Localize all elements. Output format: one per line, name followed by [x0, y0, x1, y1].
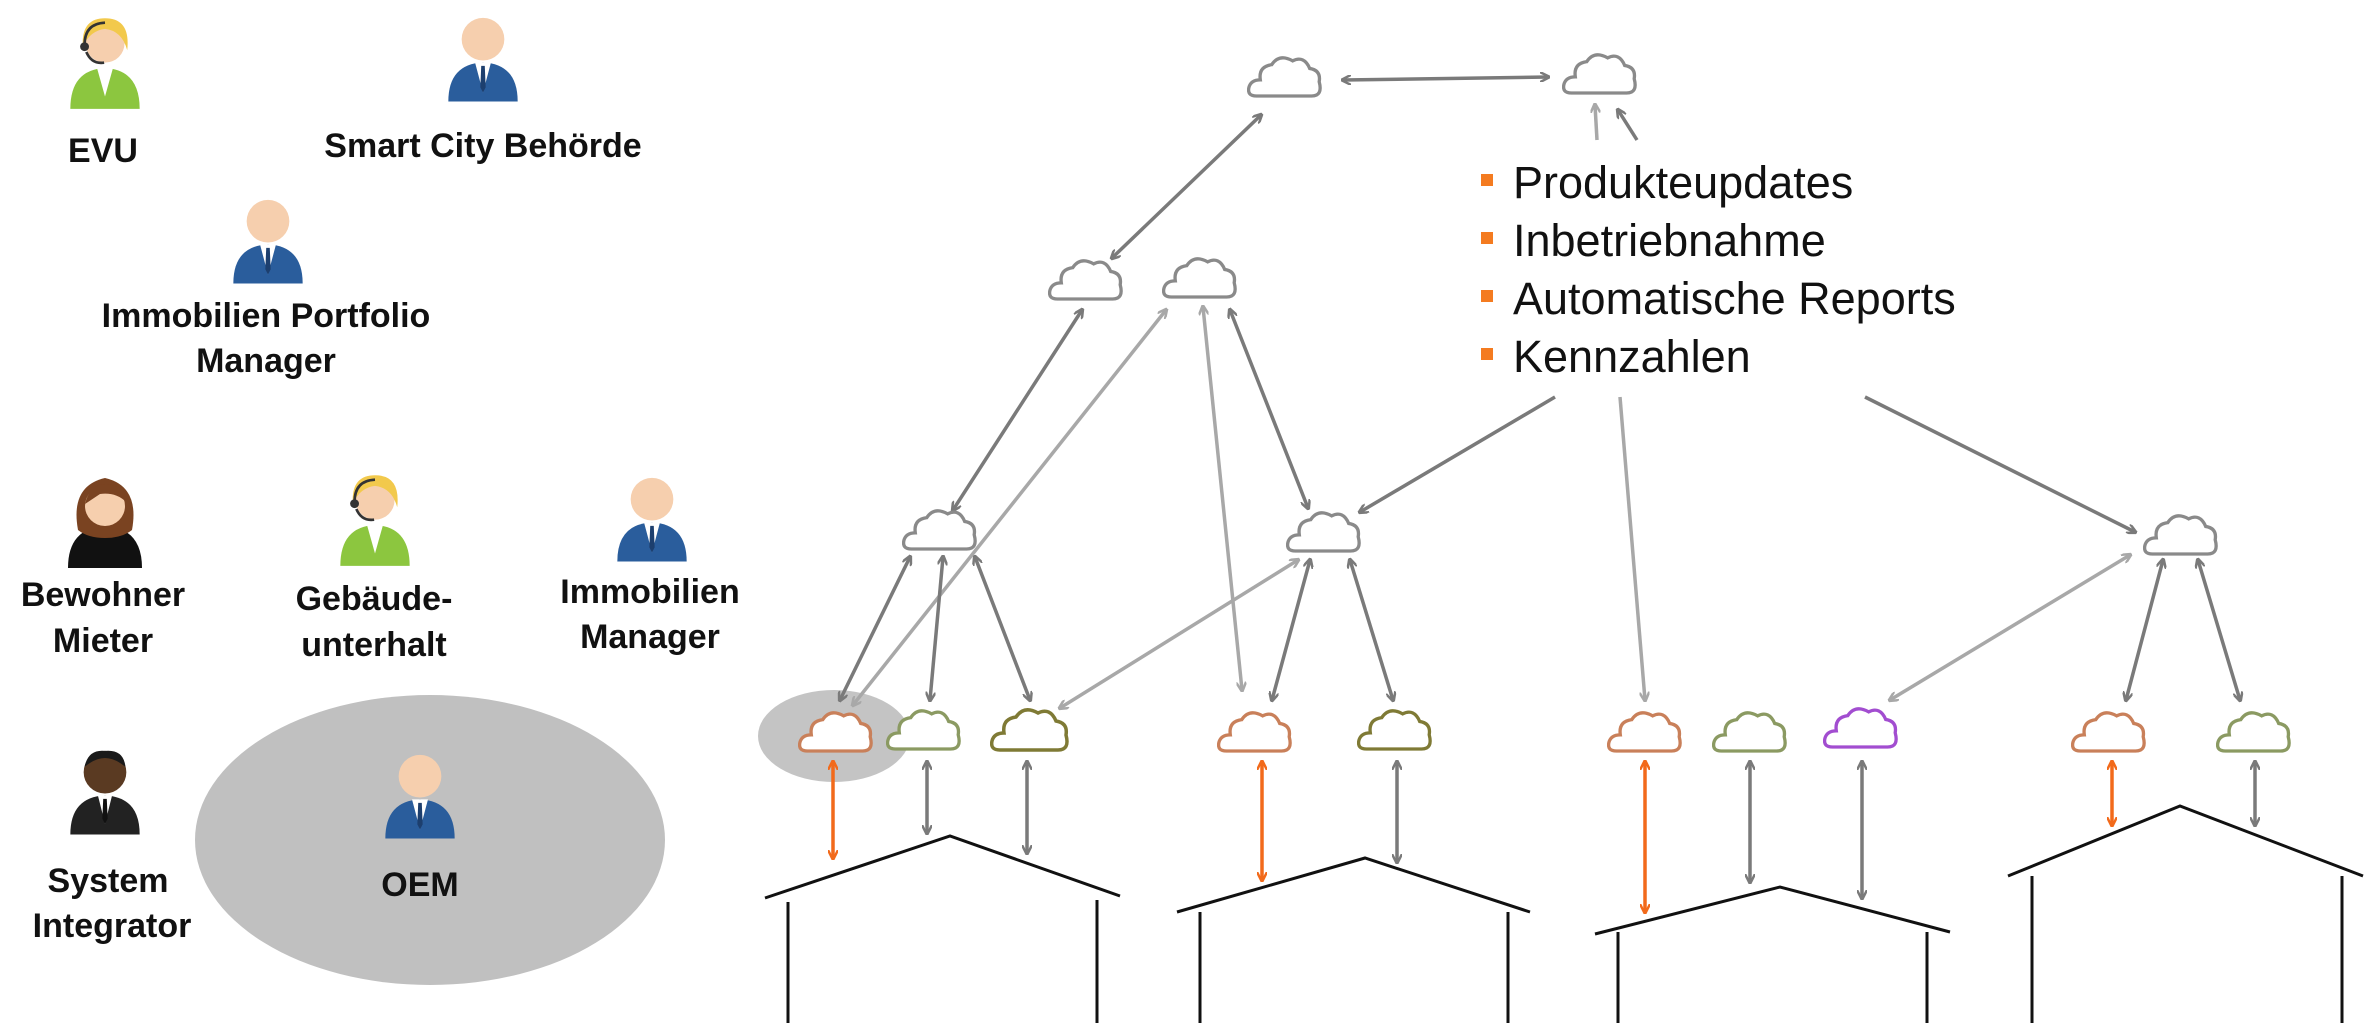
arrow-connector: [1112, 115, 1261, 258]
buildings: [764, 804, 2364, 1023]
agent-person-icon: [68, 16, 142, 111]
bullet-item: Produkteupdates: [1513, 157, 1853, 208]
cloud-icon: [1607, 711, 1682, 753]
arrow-connector: [1230, 310, 1308, 508]
cloud-icon: [2143, 514, 2218, 556]
role-label-line2: Mieter: [53, 622, 153, 660]
cloud-icon: [1247, 56, 1322, 98]
person-suit-icon: [617, 477, 687, 562]
arrow-connector: [1618, 110, 1639, 141]
arrow-connector: [840, 557, 910, 700]
role-portfolio-manager: Immobilien Portfolio Manager: [102, 199, 431, 380]
building-house: [1176, 856, 1531, 1023]
bullet-marker: [1481, 174, 1493, 186]
bullet-item: Kennzahlen: [1513, 331, 1751, 382]
role-bewohner: Bewohner Mieter: [21, 478, 185, 660]
role-immobilien-manager: Immobilien Manager: [560, 477, 740, 656]
arrow-connector: [1360, 395, 1556, 512]
arrow-connector: [2198, 560, 2240, 700]
cloud-icon: [1048, 259, 1123, 301]
feature-bullet-list: Produkteupdates Inbetriebnahme Automatis…: [1481, 157, 1956, 382]
role-label: EVU: [68, 132, 138, 170]
cloud-icon: [1217, 711, 1292, 753]
cloud-icon: [990, 708, 1069, 752]
cloud-icon: [1712, 711, 1787, 753]
role-label-line2: Manager: [580, 618, 720, 656]
bullet-marker: [1481, 290, 1493, 302]
arrow-connector: [1350, 560, 1393, 700]
role-evu: EVU: [68, 16, 142, 170]
role-label-line1: Gebäude-: [296, 580, 453, 618]
connector-arrows: [833, 77, 2255, 912]
role-label-line1: Immobilien: [560, 573, 739, 611]
arrow-connector: [1343, 77, 1548, 80]
cloud-icon: [902, 509, 977, 551]
person-suit-icon: [233, 199, 303, 284]
role-label-line2: unterhalt: [301, 626, 446, 664]
role-label-line1: Bewohner: [21, 576, 185, 614]
building-house: [1594, 885, 1951, 1023]
role-label: OEM: [381, 866, 458, 904]
role-label-line1: Immobilien Portfolio: [102, 297, 431, 335]
dark-person-icon: [70, 750, 140, 835]
cloud-icon: [1562, 53, 1637, 95]
role-gebaeudeunterhalt: Gebäude- unterhalt: [296, 473, 453, 664]
arrow-connector: [1595, 105, 1597, 141]
arrow-connector: [975, 557, 1030, 700]
cloud-icon: [1357, 709, 1432, 751]
arrow-connector: [1272, 560, 1310, 700]
woman-person-icon: [68, 478, 142, 568]
role-label-line2: Manager: [196, 342, 336, 380]
arrow-connector: [1203, 307, 1242, 690]
person-suit-icon: [448, 17, 518, 102]
oem-highlight-ellipse: [195, 695, 665, 985]
role-label-line1: System: [48, 862, 169, 900]
bullet-item: Automatische Reports: [1513, 273, 1956, 324]
role-system-integrator: System Integrator: [33, 750, 192, 945]
arrow-connector: [1890, 555, 2130, 700]
cloud-icon: [1162, 257, 1237, 299]
agent-person-icon: [338, 473, 412, 568]
role-label: Smart City Behörde: [324, 127, 641, 165]
bullet-marker: [1481, 232, 1493, 244]
building-house: [764, 834, 1121, 1023]
bullet-item: Inbetriebnahme: [1513, 215, 1826, 266]
building-house: [2007, 804, 2364, 1023]
role-smart-city: Smart City Behörde: [324, 17, 642, 165]
arrow-connector: [953, 310, 1082, 510]
arrow-connector: [1618, 396, 1645, 700]
role-label-line2: Integrator: [33, 907, 192, 945]
arrow-connector: [930, 557, 943, 700]
cloud-icon: [2071, 711, 2146, 753]
cloud-icon: [1823, 707, 1898, 749]
arrow-connector: [2126, 560, 2163, 700]
arrow-connector: [1060, 560, 1298, 708]
cloud-icon: [2216, 711, 2291, 753]
cloud-icon: [1286, 511, 1361, 553]
bullet-marker: [1481, 348, 1493, 360]
role-oem: OEM: [195, 695, 665, 985]
arrow-connector: [1864, 395, 2135, 532]
